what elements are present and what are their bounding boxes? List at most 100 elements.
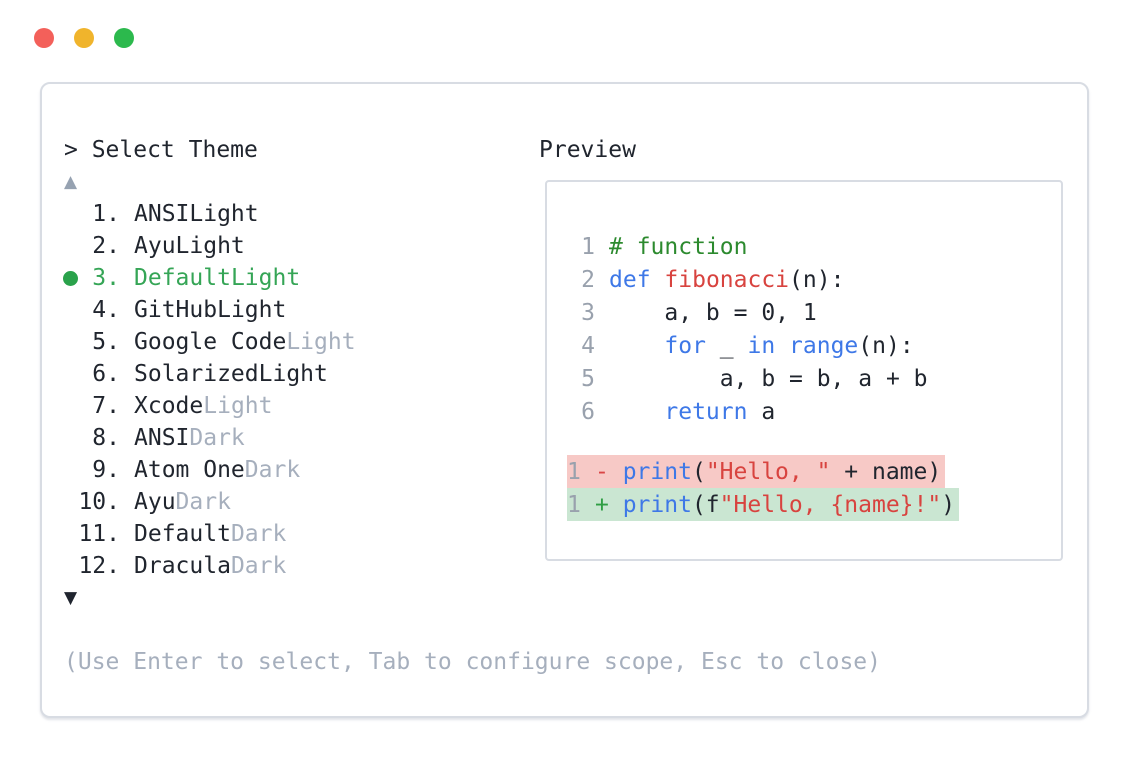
code-token: "Hello, ": [705, 458, 831, 485]
theme-item-atom-one-dark[interactable]: 9.Atom One Dark: [64, 454, 356, 486]
theme-item-ayu-dark[interactable]: 10. Ayu Dark: [64, 486, 356, 518]
code-line: 1 # function: [567, 230, 928, 263]
theme-item-name: Default: [134, 265, 231, 291]
code-token: # function: [609, 233, 748, 260]
diff-highlight-removed: 1- print("Hello, " + name): [567, 455, 946, 488]
code-token: + name): [830, 458, 942, 485]
code-line: 3 a, b = 0, 1: [567, 296, 928, 329]
theme-item-variant: Dark: [175, 489, 231, 515]
theme-item-name: Solarized: [134, 361, 259, 387]
theme-item-ansi-light[interactable]: 1. ANSI Light: [64, 198, 356, 230]
theme-item-number: 10.: [78, 489, 120, 515]
line-number: 1: [567, 458, 581, 485]
theme-item-name: ANSI: [134, 201, 190, 227]
theme-item-xcode-light[interactable]: 7. Xcode Light: [64, 390, 356, 422]
diff-line-removed: 1- print("Hello, " + name): [567, 455, 959, 488]
diff-line-added: 1+ print(f"Hello, {name}!"): [567, 488, 960, 521]
code-token: a: [747, 398, 776, 425]
theme-item-google-code-light[interactable]: 5.Google Code Light: [64, 326, 355, 358]
theme-item-number: 11.: [78, 521, 120, 547]
code-token: (n):: [858, 332, 914, 359]
code-token: in: [747, 332, 776, 359]
theme-item-name: Ayu: [134, 233, 176, 259]
code-token: (f: [691, 491, 720, 518]
theme-item-number: 7.: [92, 393, 120, 419]
theme-item-number: 9.: [92, 457, 120, 483]
scroll-up-icon[interactable]: ▲: [64, 172, 78, 192]
code-token: ): [941, 491, 956, 518]
code-token: -: [595, 458, 623, 485]
theme-item-variant: Light: [203, 393, 273, 419]
line-number: 2: [581, 266, 595, 293]
code-line: 4 for _ in range(n):: [567, 329, 928, 362]
theme-item-variant: Light: [217, 297, 287, 323]
theme-item-number: 5.: [92, 329, 120, 355]
theme-item-variant: Dark: [230, 521, 287, 547]
line-number: 6: [581, 398, 595, 425]
code-token: for: [664, 332, 706, 359]
keyboard-hint: (Use Enter to select, Tab to configure s…: [64, 649, 881, 675]
code-token: [651, 267, 665, 293]
code-token: print: [622, 458, 692, 485]
theme-item-variant: Dark: [230, 553, 287, 579]
theme-item-number: 4.: [92, 297, 120, 323]
theme-item-variant: Light: [189, 201, 259, 227]
code-token: [775, 333, 789, 359]
theme-item-default-dark[interactable]: 11. Default Dark: [64, 518, 356, 550]
code-token: "Hello, {name}!": [719, 491, 942, 518]
selected-dot-icon: [63, 270, 78, 286]
theme-item-number: 1.: [92, 201, 120, 227]
code-token: return: [664, 398, 748, 425]
theme-item-number: 3.: [92, 265, 120, 291]
theme-item-ansi-dark[interactable]: 8.ANSI Dark: [64, 422, 356, 454]
code-token: fibonacci: [664, 266, 790, 293]
theme-picker-panel: > Select Theme ▲ 1. ANSI Light 2. Ayu Light…: [40, 82, 1089, 718]
theme-item-variant: Light: [230, 265, 301, 291]
code-token: _: [705, 332, 748, 359]
theme-item-variant: Light: [175, 233, 245, 259]
code-token: range: [789, 332, 859, 359]
theme-item-number: 8.: [92, 425, 120, 451]
zoom-window-button[interactable]: [114, 28, 134, 48]
selection-marker: [63, 270, 78, 286]
code-line: 5 a, b = b, a + b: [567, 362, 928, 395]
code-token: def: [609, 266, 651, 293]
theme-item-name: Default: [134, 521, 231, 547]
code-token: +: [595, 491, 623, 518]
window-controls: [34, 28, 134, 48]
line-number: 1: [581, 233, 595, 260]
theme-item-solarized-light[interactable]: 6. Solarized Light: [64, 358, 356, 390]
theme-item-name: Atom One: [134, 457, 245, 483]
code-token: a, b = b, a + b: [609, 365, 928, 392]
code-line: 6 return a: [567, 395, 928, 428]
theme-item-name: Ayu: [134, 489, 176, 515]
theme-item-number: 6.: [92, 361, 120, 387]
code-line: 2 def fibonacci(n):: [567, 263, 928, 296]
code-token: [609, 333, 664, 359]
theme-item-ayu-light[interactable]: 2. Ayu Light: [64, 230, 356, 262]
code-token: [609, 399, 664, 425]
preview-label: Preview: [539, 137, 636, 163]
close-window-button[interactable]: [34, 28, 54, 48]
line-number: 3: [581, 299, 595, 326]
line-number: 5: [581, 365, 595, 392]
theme-item-number: 2.: [92, 233, 120, 259]
theme-item-name: ANSI: [134, 425, 190, 451]
minimize-window-button[interactable]: [74, 28, 94, 48]
theme-item-github-light[interactable]: 4. GitHub Light: [64, 294, 356, 326]
theme-item-name: Xcode: [134, 393, 204, 419]
theme-item-variant: Light: [258, 361, 328, 387]
code-token: (n):: [789, 266, 845, 293]
select-theme-prompt: > Select Theme: [64, 137, 258, 163]
theme-item-name: Google Code: [134, 329, 287, 355]
theme-item-name: GitHub: [134, 297, 218, 323]
theme-item-default-light[interactable]: 3. Default Light: [63, 262, 356, 294]
diff-sample: 1- print("Hello, " + name)1+ print(f"Hel…: [567, 455, 960, 521]
theme-item-dracula-dark[interactable]: 12.Dracula Dark: [64, 550, 356, 582]
theme-item-name: Dracula: [134, 553, 231, 579]
scroll-down-icon[interactable]: ▼: [64, 588, 78, 608]
diff-highlight-added: 1+ print(f"Hello, {name}!"): [567, 488, 960, 521]
